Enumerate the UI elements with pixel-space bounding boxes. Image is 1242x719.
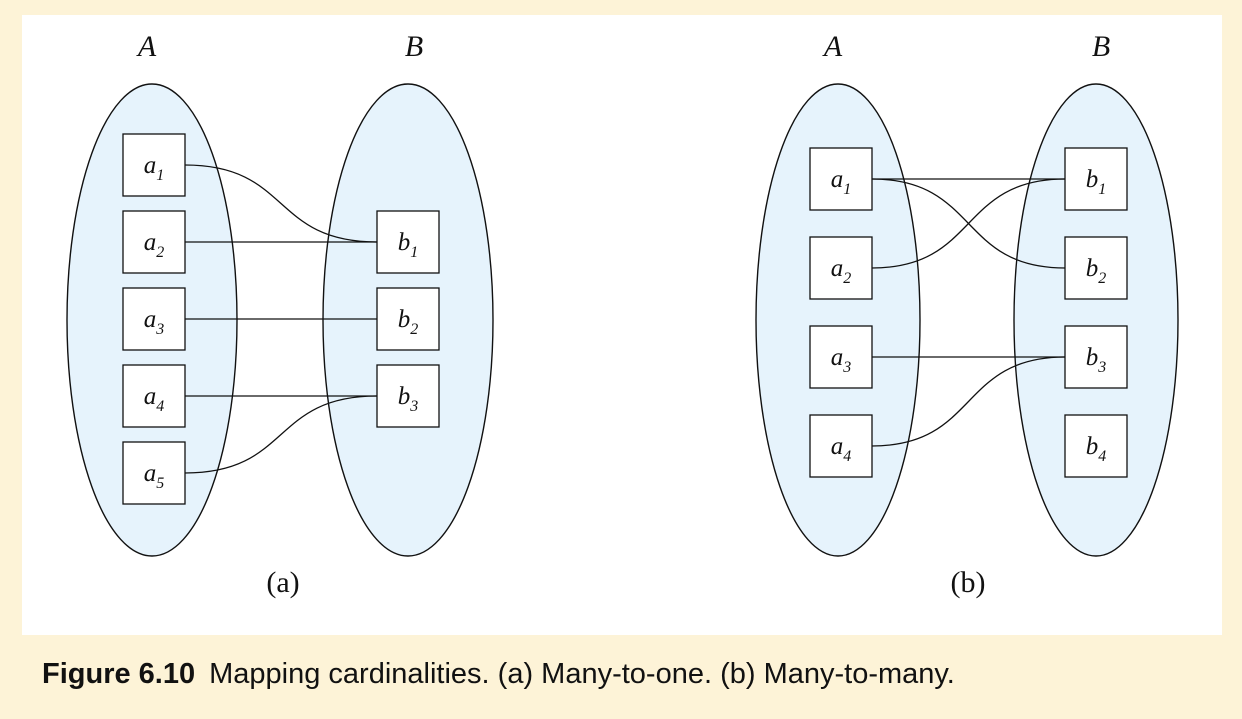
set-b-label: B [1092, 30, 1110, 63]
element-label: a3 [144, 306, 165, 338]
mapping-line-a4-b3 [871, 356, 1066, 447]
element-label: a4 [144, 383, 165, 415]
set-b-ellipse [1013, 83, 1179, 557]
set-a-ellipse [755, 83, 921, 557]
caption-text: Mapping cardinalities. (a) Many-to-one. … [209, 658, 955, 690]
element-box [376, 364, 440, 428]
element-b1: b1 [1064, 147, 1128, 211]
set-b-elements: b1 b2 b3 b4 [1064, 147, 1128, 478]
element-a3: a3 [809, 325, 873, 389]
element-label: b1 [398, 229, 419, 261]
element-label: b4 [1086, 433, 1107, 465]
element-box [122, 210, 186, 274]
element-label: a1 [831, 166, 852, 198]
element-label: a5 [144, 460, 165, 492]
element-a4: a4 [809, 414, 873, 478]
element-b4: b4 [1064, 414, 1128, 478]
element-box [809, 414, 873, 478]
mapping-line-a1-b1 [184, 164, 378, 243]
element-a3: a3 [122, 287, 186, 351]
element-box [376, 210, 440, 274]
element-b2: b2 [1064, 236, 1128, 300]
diagram-a-label: (a) [266, 566, 299, 599]
element-label: b2 [398, 306, 419, 338]
figure-caption: Figure 6.10 Mapping cardinalities. (a) Ma… [42, 658, 955, 691]
mapping-line-a2-b1 [871, 178, 1066, 269]
diagram-b-label: (b) [951, 566, 986, 599]
element-label: b3 [1086, 344, 1107, 376]
diagram-many-to-one: A B a1 a2 a3 a4 a5 b1 b2 b3 (a) [66, 30, 494, 599]
mapping-lines [871, 178, 1066, 447]
element-b3: b3 [376, 364, 440, 428]
element-label: a2 [144, 229, 165, 261]
set-a-label: A [136, 30, 157, 63]
element-label: a2 [831, 255, 852, 287]
element-b2: b2 [376, 287, 440, 351]
set-b-label: B [405, 30, 423, 63]
element-box [1064, 414, 1128, 478]
element-a2: a2 [809, 236, 873, 300]
element-label: a4 [831, 433, 852, 465]
figure-number: Figure 6.10 [42, 658, 196, 690]
element-box [376, 287, 440, 351]
element-a1: a1 [809, 147, 873, 211]
element-label: b3 [398, 383, 419, 415]
element-a2: a2 [122, 210, 186, 274]
mapping-lines [184, 164, 378, 474]
element-box [809, 147, 873, 211]
mapping-line-a5-b3 [184, 395, 378, 474]
element-box [1064, 147, 1128, 211]
element-box [122, 287, 186, 351]
element-box [809, 236, 873, 300]
diagram-many-to-many: A B a1 a2 a3 a4 b1 b2 b3 b4 (b) [755, 30, 1179, 599]
set-a-elements: a1 a2 a3 a4 [809, 147, 873, 478]
element-label: b2 [1086, 255, 1107, 287]
set-a-label: A [822, 30, 843, 63]
element-box [122, 364, 186, 428]
element-box [809, 325, 873, 389]
element-label: a3 [831, 344, 852, 376]
element-box [122, 441, 186, 505]
set-b-elements: b1 b2 b3 [376, 210, 440, 428]
element-label: b1 [1086, 166, 1107, 198]
element-box [1064, 325, 1128, 389]
element-box [122, 133, 186, 197]
element-a1: a1 [122, 133, 186, 197]
element-b3: b3 [1064, 325, 1128, 389]
element-label: a1 [144, 152, 165, 184]
element-a5: a5 [122, 441, 186, 505]
element-b1: b1 [376, 210, 440, 274]
element-box [1064, 236, 1128, 300]
element-a4: a4 [122, 364, 186, 428]
set-a-elements: a1 a2 a3 a4 a5 [122, 133, 186, 505]
